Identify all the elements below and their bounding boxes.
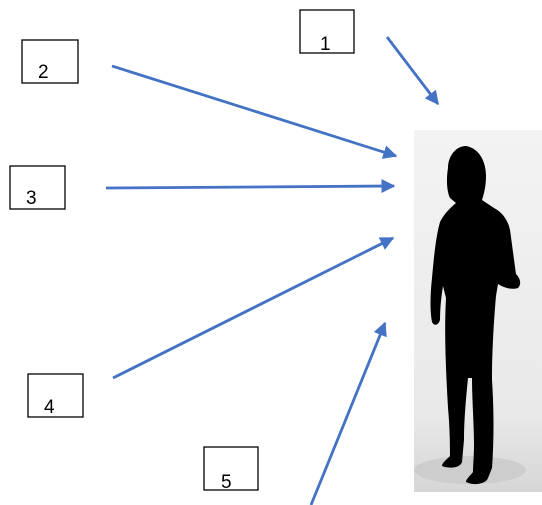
label-1-text: 1 (320, 34, 331, 55)
arrow-4 (112, 236, 395, 380)
arrow-3 (105, 179, 396, 194)
label-2-box (21, 39, 79, 84)
label-5-box (203, 446, 259, 491)
label-4-box (27, 373, 84, 418)
label-3-text: 3 (26, 188, 37, 209)
label-2: 2 (21, 39, 79, 84)
label-5-text: 5 (221, 472, 232, 493)
label-3-box (9, 165, 66, 210)
silhouette-shape (430, 146, 521, 485)
floor-shadow (414, 456, 526, 484)
label-3: 3 (9, 165, 66, 210)
label-4: 4 (27, 373, 84, 418)
label-4-text: 4 (44, 397, 55, 418)
woman-silhouette-icon (414, 130, 542, 492)
label-5: 5 (203, 446, 259, 493)
arrow-2 (111, 64, 398, 159)
label-1: 1 (299, 9, 355, 55)
arrow-5 (309, 321, 387, 505)
arrow-1 (385, 36, 440, 106)
label-2-text: 2 (38, 62, 49, 83)
label-1-box (299, 9, 355, 54)
